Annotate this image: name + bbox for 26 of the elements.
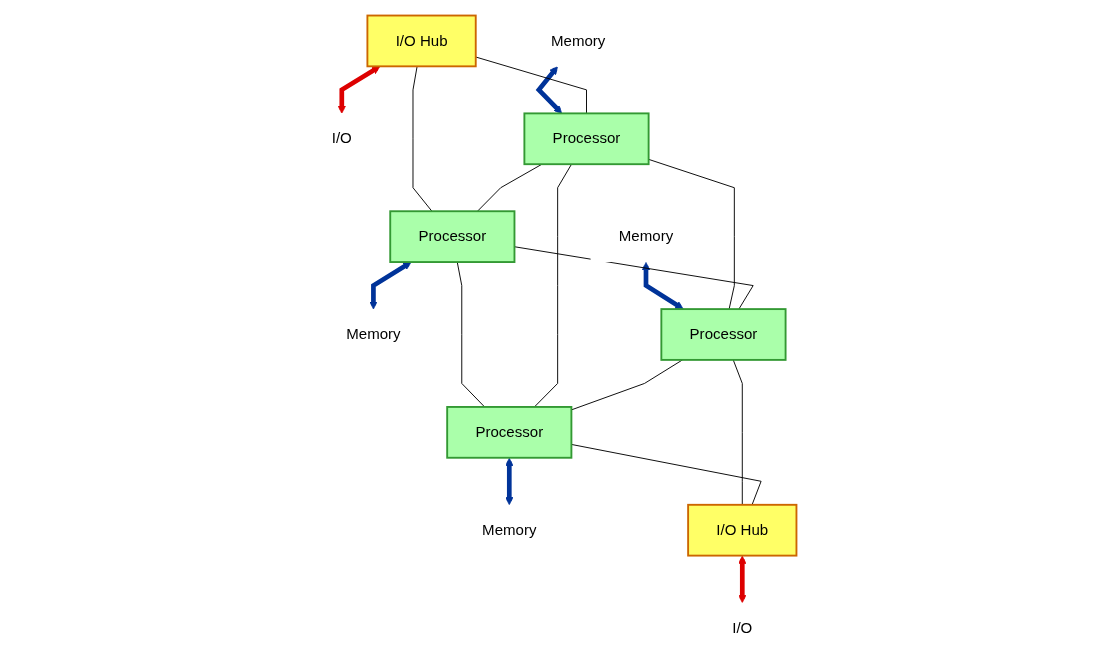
node-text: Memory (618, 228, 674, 245)
node-box: Processor (523, 112, 650, 166)
node-box: Processor (389, 210, 516, 263)
connector (412, 65, 433, 212)
node-box: I/O Hub (366, 14, 477, 68)
node-text: Memory (482, 521, 537, 538)
node-box: Processor (660, 308, 787, 361)
arrow (641, 262, 684, 310)
node-text: I/O (331, 130, 352, 147)
connector (456, 261, 486, 408)
connector (514, 246, 754, 310)
connector (648, 158, 735, 310)
node-box: Processor (446, 406, 573, 459)
arrow (738, 555, 747, 604)
node-box: I/O Hub (687, 503, 798, 557)
arrow (369, 261, 412, 310)
connector (475, 56, 587, 114)
node-text: Memory (551, 32, 606, 49)
node-text: Memory (346, 326, 401, 343)
node-text: I/O (732, 619, 753, 636)
arrow (535, 66, 563, 114)
connector (732, 359, 743, 506)
connector (477, 163, 543, 212)
connector (533, 163, 572, 408)
arrow (505, 457, 514, 506)
arrow (337, 66, 381, 114)
